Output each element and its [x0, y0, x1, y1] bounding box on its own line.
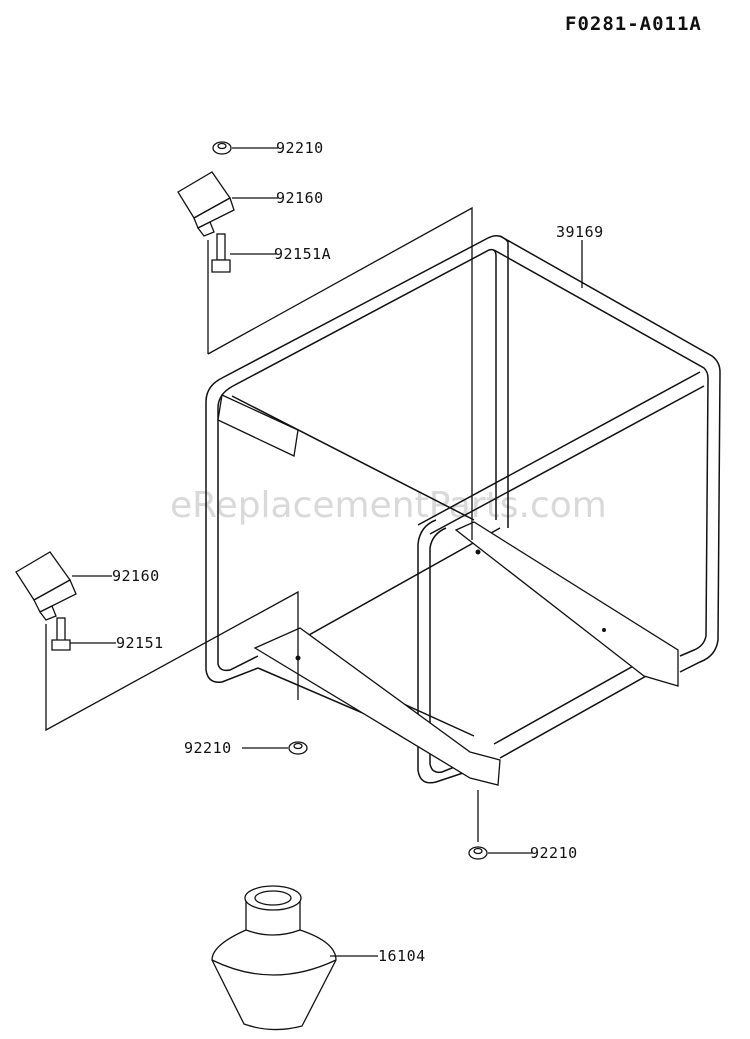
cone-16104[interactable]	[211, 885, 337, 1031]
label-92151A-top: 92151A	[274, 245, 331, 263]
label-39169-frame: 39169	[556, 223, 604, 241]
frame-39169[interactable]	[205, 235, 721, 786]
label-92151-left: 92151	[116, 634, 164, 652]
bolt-92151-left[interactable]	[51, 617, 71, 651]
label-92210-mid: 92210	[184, 739, 232, 757]
bolt-92151A-top[interactable]	[211, 233, 231, 273]
diagram-code: F0281-A011A	[565, 13, 702, 35]
nut-92210-top[interactable]	[212, 141, 232, 155]
bracket-92160-top[interactable]	[177, 171, 235, 237]
bracket-92160-left[interactable]	[15, 551, 77, 621]
label-92210-bottom: 92210	[530, 844, 578, 862]
nut-92210-mid[interactable]	[288, 741, 308, 755]
watermark: eReplacementParts.com	[170, 485, 607, 526]
label-16104-cone: 16104	[378, 947, 426, 965]
nut-92210-bottom[interactable]	[468, 846, 488, 860]
label-92210-top: 92210	[276, 139, 324, 157]
label-92160-left: 92160	[112, 567, 160, 585]
label-92160-top: 92160	[276, 189, 324, 207]
